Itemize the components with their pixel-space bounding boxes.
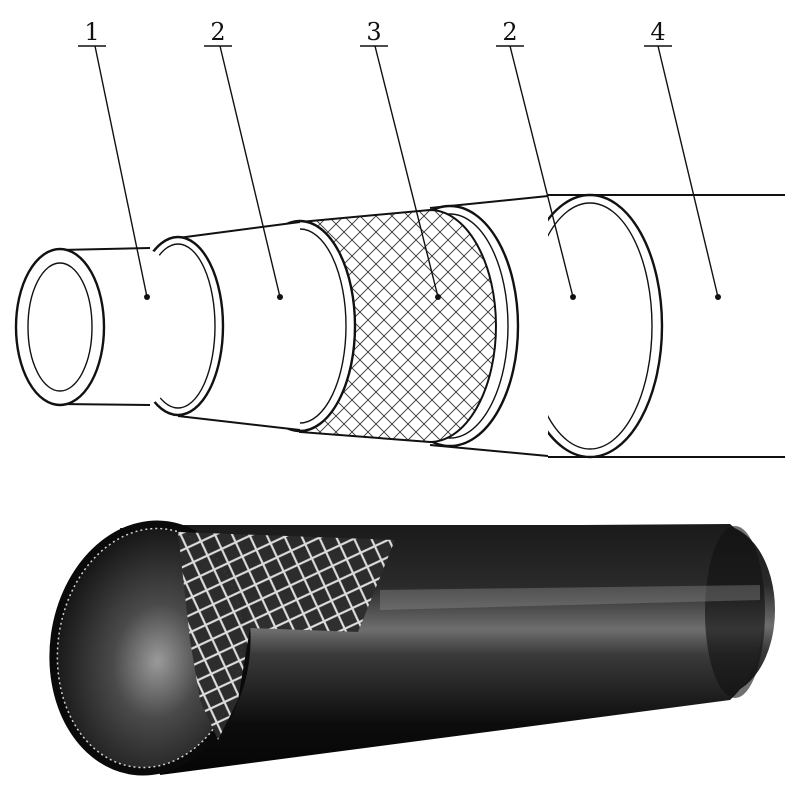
callout-labels: 1 2 3 2 4 [84, 18, 665, 46]
layered-hose-diagram: 1 2 3 2 4 [14, 18, 785, 459]
layer-1-inner-tube [14, 247, 184, 407]
callout-number-1: 1 [84, 18, 99, 46]
callout-number-4: 4 [650, 18, 665, 46]
black-pipe-illustration [49, 520, 775, 776]
leader-dot-2a [277, 294, 283, 300]
leader-lines [78, 45, 721, 300]
layer-4-outer-cover [516, 193, 785, 459]
leader-dot-2b [570, 294, 576, 300]
leader-dot-3 [435, 294, 441, 300]
leader-dot-1 [144, 294, 150, 300]
callout-number-3: 3 [366, 18, 381, 46]
exposed-mesh-layer [178, 532, 395, 740]
leader-dot-4 [715, 294, 721, 300]
callout-number-2a: 2 [210, 18, 225, 46]
callout-number-2b: 2 [502, 18, 517, 46]
